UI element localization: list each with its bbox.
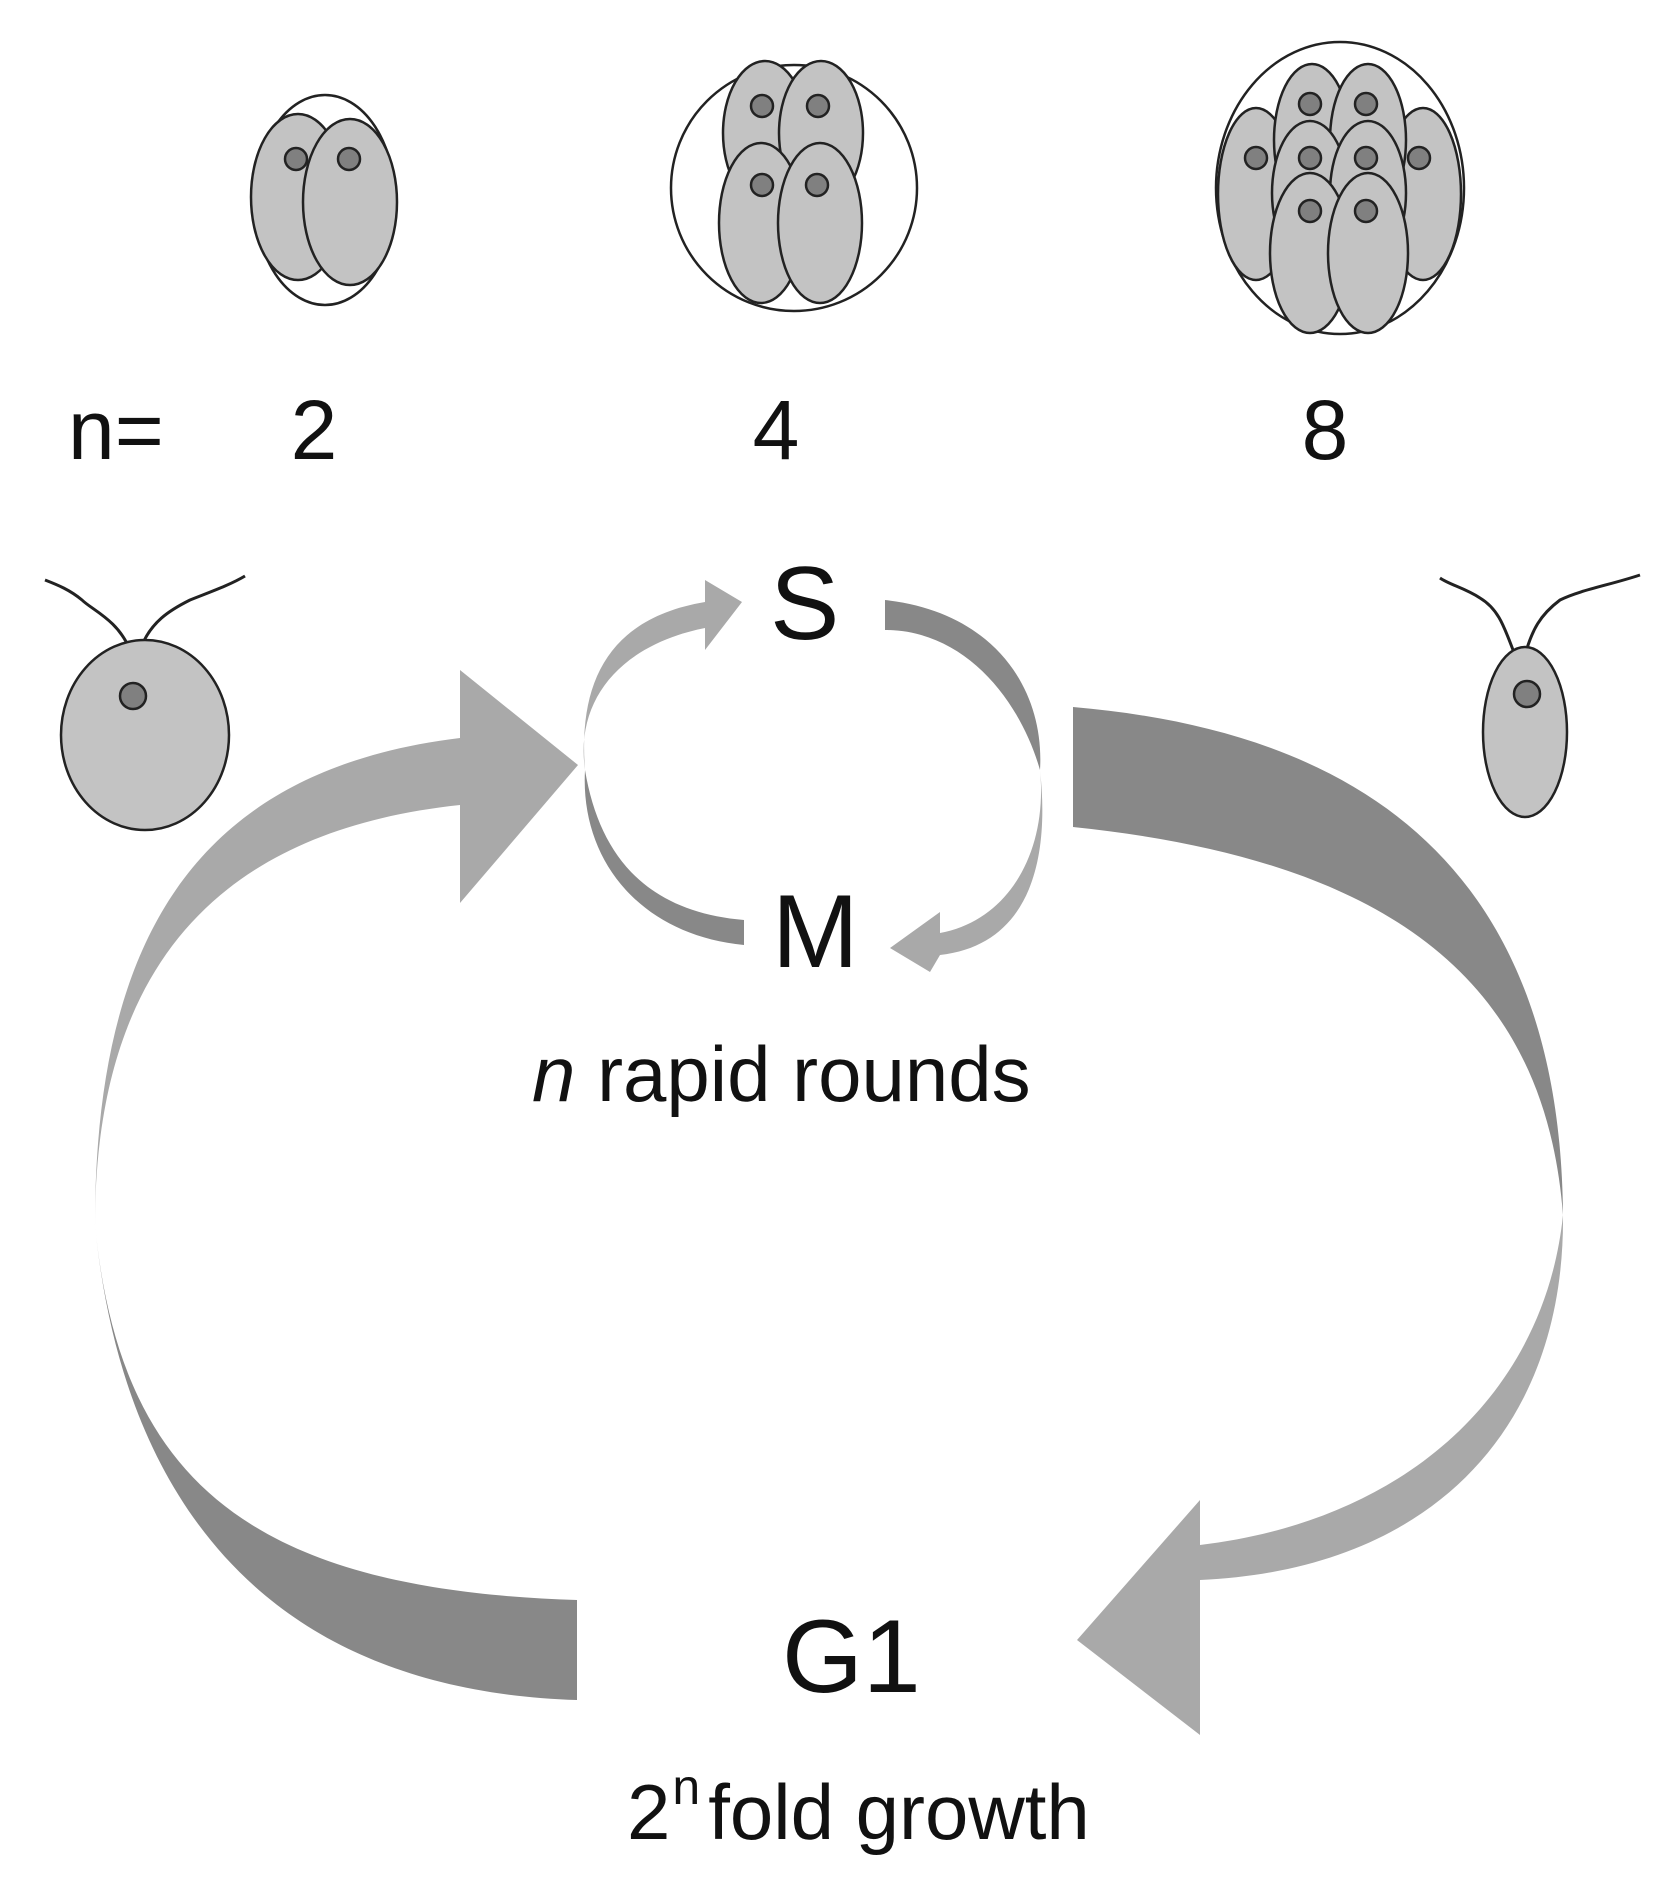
s-phase-label: S <box>770 546 840 662</box>
colony-4 <box>669 59 919 313</box>
rounds-text: rapid rounds <box>597 1030 1031 1118</box>
colony-8 <box>1214 40 1466 336</box>
rapid-rounds-caption: n rapid rounds <box>532 1035 1031 1113</box>
small-flagellate-cell <box>1439 573 1641 819</box>
m-phase-label: M <box>772 874 859 990</box>
growth-text: fold growth <box>708 1768 1090 1856</box>
g1-phase-label: G1 <box>782 1599 921 1715</box>
colony-count-2: 2 <box>290 383 338 477</box>
large-flagellate-cell <box>44 574 246 832</box>
rounds-variable: n <box>532 1030 576 1118</box>
m-to-g1-arrow <box>1073 707 1564 1735</box>
g1-to-s-arrow <box>95 670 578 1700</box>
colony-count-8: 8 <box>1301 383 1349 477</box>
m-phase-arrow <box>584 770 1043 972</box>
growth-base: 2 <box>627 1768 671 1856</box>
colony-count-prefix: n= <box>68 383 164 477</box>
s-phase-arrow <box>583 580 1041 770</box>
colony-count-4: 4 <box>752 383 800 477</box>
growth-exponent: n <box>672 1759 701 1815</box>
colony-2 <box>249 93 399 307</box>
